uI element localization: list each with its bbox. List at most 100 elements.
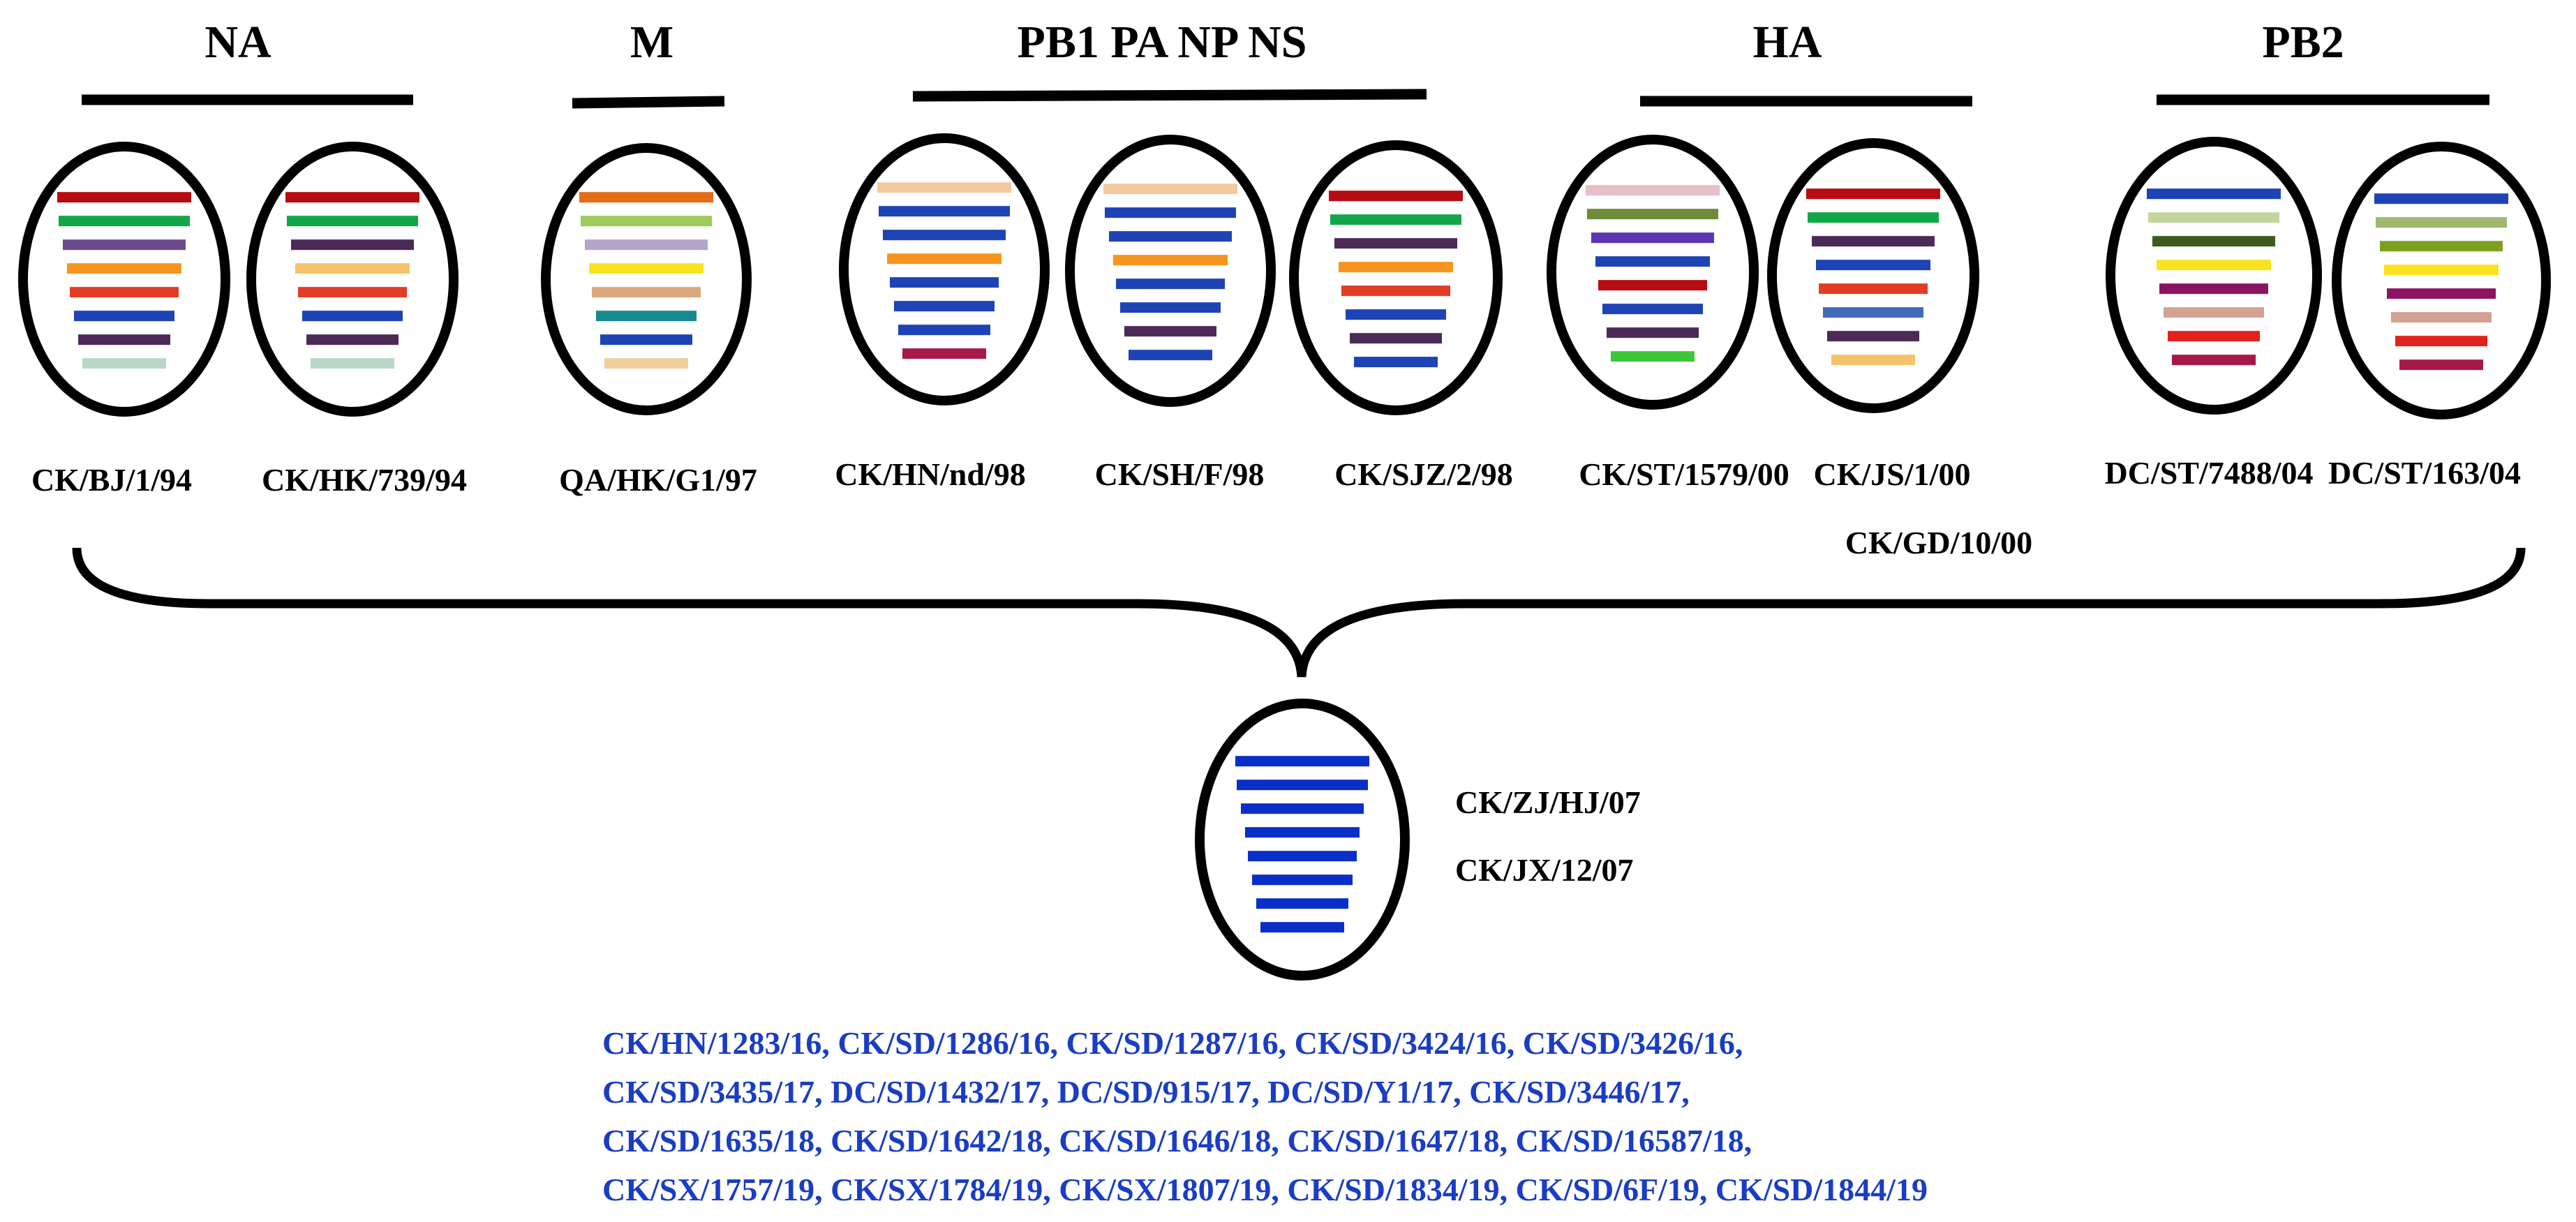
donor-5-segment-1 <box>1103 184 1237 195</box>
donor-8-segment-1 <box>1806 188 1940 200</box>
donor-5-segment-8 <box>1129 350 1212 361</box>
donor-5-segment-4 <box>1113 255 1228 266</box>
strain-label: CK/JS/1/00 <box>1814 456 1971 492</box>
donor-2-segment-4 <box>295 263 410 274</box>
donor-9-segment-5 <box>2159 283 2268 295</box>
descendant-virus <box>1195 699 1410 981</box>
descendant-segment-4 <box>1245 827 1360 838</box>
strain-label: DC/ST/163/04 <box>2328 455 2521 491</box>
donor-8-segment-5 <box>1819 283 1928 295</box>
donor-2-segment-6 <box>302 311 403 322</box>
donor-4-segment-5 <box>890 277 999 288</box>
donor-2-segment-2 <box>287 216 418 227</box>
donor-3-segment-4 <box>589 263 703 274</box>
donor-9-segment-3 <box>2152 236 2275 247</box>
donor-7-segment-4 <box>1595 256 1710 267</box>
donor-9-segment-1 <box>2147 188 2281 200</box>
donor-8-segment-8 <box>1831 355 1915 366</box>
donor-10-segment-5 <box>2387 288 2496 299</box>
donor-3-segment-8 <box>604 358 688 369</box>
donor-2-segment-5 <box>298 287 407 298</box>
donor-1-segment-4 <box>67 263 181 274</box>
donor-1-segment-2 <box>59 216 190 227</box>
strain-label: CK/SJZ/2/98 <box>1334 456 1513 492</box>
donor-4-segment-2 <box>879 206 1010 217</box>
descendant-segment-7 <box>1256 898 1348 909</box>
donor-6-segment-1 <box>1329 191 1463 202</box>
donor-4-segment-4 <box>887 253 1002 264</box>
donor-9-segment-7 <box>2168 331 2260 342</box>
donor-3-segment-7 <box>600 334 692 345</box>
donor-7-segment-1 <box>1586 185 1720 196</box>
group-header-na: NA <box>204 17 271 68</box>
donor-7-segment-3 <box>1591 232 1714 244</box>
descendant-segment-5 <box>1248 851 1357 862</box>
donor-3-segment-6 <box>596 311 697 322</box>
donor-6-segment-3 <box>1334 238 1457 249</box>
donor-10-segment-4 <box>2384 264 2499 276</box>
donor-4-segment-3 <box>883 230 1006 241</box>
donor-10-segment-8 <box>2399 359 2483 371</box>
strain-label: CK/ST/1579/00 <box>1579 456 1789 492</box>
donor-4-segment-1 <box>877 182 1011 193</box>
donor-7-segment-2 <box>1587 209 1718 220</box>
descendant-strain-label: CK/ZJ/HJ/07 <box>1455 784 1641 820</box>
donor-6-segment-8 <box>1354 357 1438 368</box>
descendant-list-line: CK/SD/3435/17, DC/SD/1432/17, DC/SD/915/… <box>602 1074 1690 1110</box>
donor-virus-ck-sh-f-98 <box>1065 135 1276 407</box>
group-rule-m <box>572 96 725 109</box>
donor-1-segment-6 <box>74 311 174 322</box>
descendant-list-line: CK/SX/1757/19, CK/SX/1784/19, CK/SX/1807… <box>602 1172 1928 1207</box>
donor-5-segment-5 <box>1116 278 1225 290</box>
descendant-segment-8 <box>1260 922 1344 933</box>
donor-segment-bars <box>57 182 2508 371</box>
donor-8-segment-6 <box>1823 307 1923 318</box>
descendant-segment-1 <box>1235 756 1369 767</box>
donor-7-segment-7 <box>1607 327 1699 338</box>
descendant-segment-3 <box>1241 803 1364 814</box>
descendant-segment-6 <box>1252 874 1353 886</box>
strain-label: CK/GD/10/00 <box>1845 525 2032 560</box>
strain-label: CK/HN/nd/98 <box>835 456 1026 492</box>
donor-6-segment-6 <box>1346 309 1446 320</box>
group-header-internal: PB1 PA NP NS <box>1018 17 1307 68</box>
donor-9-segment-4 <box>2157 260 2271 271</box>
donor-10-segment-2 <box>2376 217 2507 228</box>
descendant-segment-2 <box>1237 780 1368 791</box>
strain-label: DC/ST/7488/04 <box>2104 455 2313 491</box>
donor-virus-ck-hn-nd-98 <box>839 133 1050 405</box>
donor-1-segment-3 <box>63 239 186 251</box>
donor-8-segment-2 <box>1808 212 1939 223</box>
donor-1-segment-7 <box>78 334 170 345</box>
donor-2-segment-8 <box>311 358 394 369</box>
descendant-strain-label: CK/JX/12/07 <box>1455 852 1634 888</box>
donor-5-segment-2 <box>1105 207 1236 218</box>
donor-virus-ck-js-1-00 <box>1767 138 1979 413</box>
donor-virus-qa-hk-g1-97 <box>541 143 752 415</box>
donor-4-segment-6 <box>894 301 995 312</box>
strain-label: CK/SH/F/98 <box>1095 456 1265 492</box>
donor-7-segment-8 <box>1611 351 1695 362</box>
donor-10-segment-1 <box>2374 193 2508 204</box>
donor-7-segment-5 <box>1598 280 1707 291</box>
descendant-list-line: CK/HN/1283/16, CK/SD/1286/16, CK/SD/1287… <box>602 1025 1743 1061</box>
donor-6-segment-5 <box>1341 285 1450 297</box>
donor-3-segment-2 <box>581 216 712 227</box>
donor-2-segment-3 <box>291 239 414 251</box>
group-rule-internal <box>912 89 1427 102</box>
donor-virus-ck-hk-739-94 <box>246 142 459 417</box>
donor-virus-ck-bj-1-94 <box>18 142 230 417</box>
donor-virus-dc-st-7488-04 <box>2106 137 2322 415</box>
donor-9-segment-8 <box>2172 355 2256 366</box>
donor-2-segment-1 <box>285 192 419 203</box>
donor-4-segment-7 <box>898 325 990 336</box>
donor-2-segment-7 <box>306 334 399 345</box>
donor-6-segment-4 <box>1339 262 1453 273</box>
convergence-brace <box>72 547 2526 678</box>
group-header-ha: HA <box>1753 17 1822 68</box>
donor-5-segment-7 <box>1124 326 1216 337</box>
donor-6-segment-2 <box>1330 214 1461 225</box>
donor-6-segment-7 <box>1350 333 1442 344</box>
